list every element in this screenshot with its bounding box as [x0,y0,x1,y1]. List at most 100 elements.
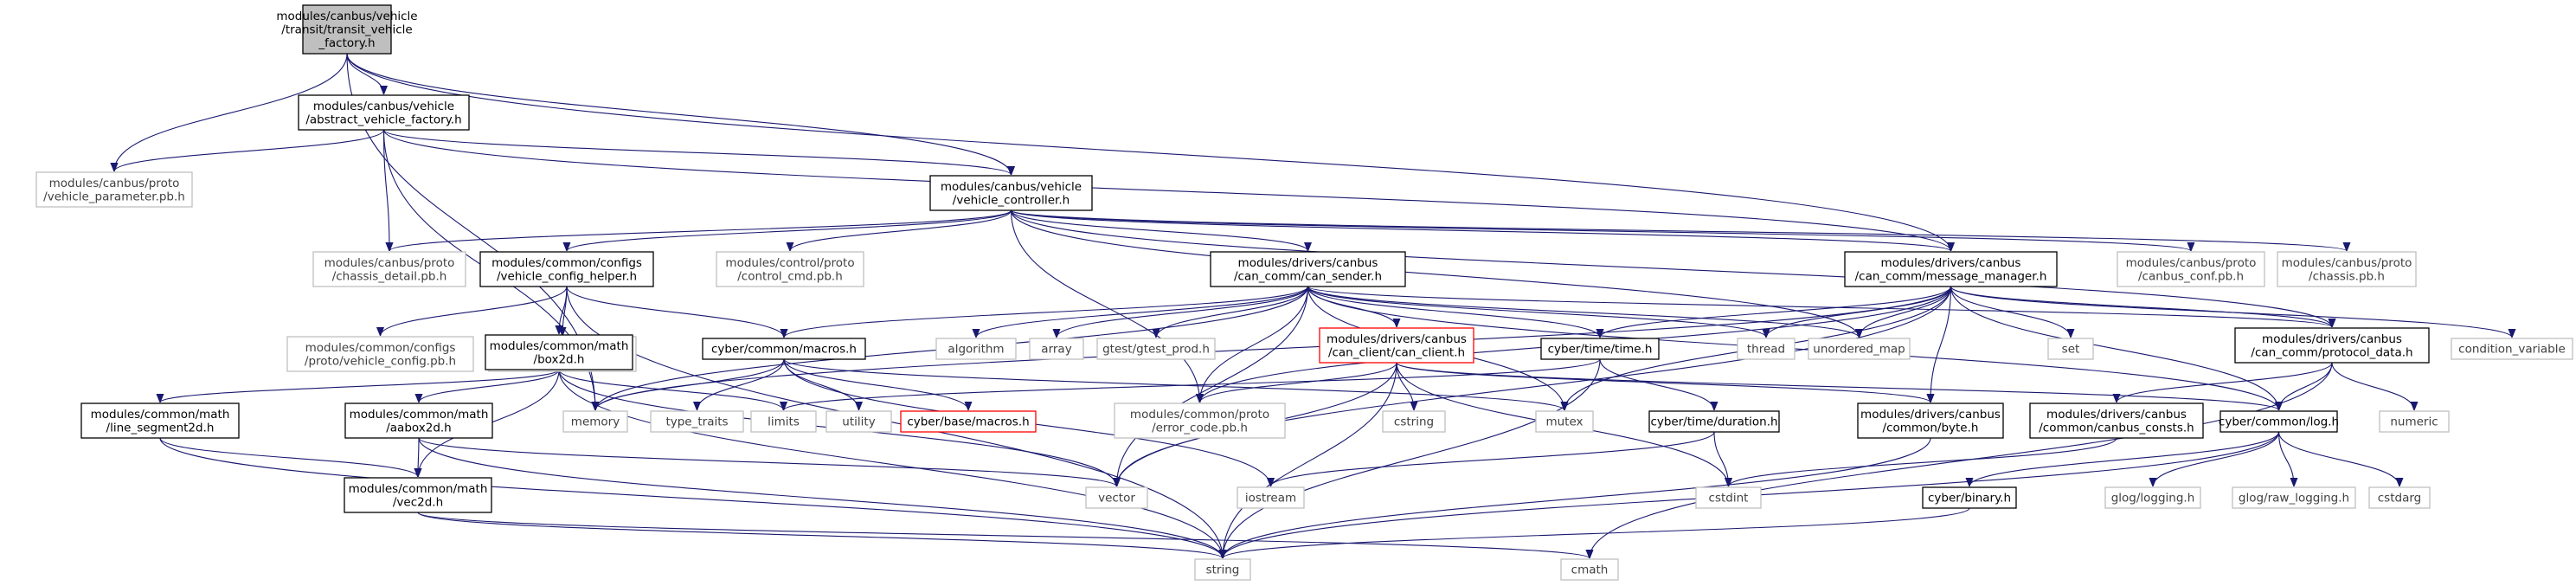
node-abstract-factory[interactable]: modules/canbus/vehicle/abstract_vehicle_… [298,94,470,131]
node-box [1029,338,1084,360]
edge-duration-h-to-iostream [1271,431,1715,487]
edge-can-client-to-cstring [1396,362,1414,410]
edge-root-to-vehicle-parameter [114,53,348,171]
node-label-line: /control_cmd.pb.h [737,269,843,283]
node-label-line: _factory.h [318,36,375,50]
node-box2d[interactable]: modules/common/math/box2d.h [485,334,633,370]
node-can-sender[interactable]: modules/drivers/canbus/can_comm/can_send… [1210,251,1406,287]
node-time-h[interactable]: cyber/time/time.h [1540,338,1660,360]
node-label-line: modules/canbus/proto [49,177,180,190]
edge-can-client-to-canbus-byte [1396,362,1930,403]
node-protocol-data[interactable]: modules/drivers/canbus/can_comm/protocol… [2234,327,2430,364]
edge-log-h-to-glog-raw-logging [2277,431,2295,486]
edge-line-segment2d-to-string [159,437,1223,558]
node-label-line: /aabox2d.h [386,421,452,435]
node-canbus-byte[interactable]: modules/drivers/canbus/common/byte.h [1857,402,2004,439]
node-label-line: type_traits [665,415,728,429]
node-box [935,338,1017,360]
node-label-line: /can_client/can_client.h [1328,345,1465,359]
node-box [2277,251,2417,287]
node-label-line: utility [842,415,875,429]
edge-can-client-to-log-h [1396,362,2279,411]
node-label-line: modules/canbus/vehicle [276,10,417,23]
node-limits: limits [750,410,817,433]
node-label-line: /line_segment2d.h [106,421,215,435]
node-box [1114,402,1286,439]
node-label-line: /vehicle_config_helper.h [497,269,637,283]
node-box [2117,251,2265,287]
node-binary-h[interactable]: cyber/binary.h [1922,486,2017,509]
node-label-line: modules/canbus/proto [2126,256,2257,270]
node-box [485,334,633,370]
node-label-line: /can_comm/can_sender.h [1234,269,1382,283]
node-message-manager[interactable]: modules/drivers/canbus/can_comm/message_… [1844,251,2058,287]
node-can-client[interactable]: modules/drivers/canbus/can_client/can_cl… [1319,327,1474,364]
edge-message-manager-to-time-h [1600,286,1952,338]
edge-message-manager-to-unordered-map [1860,286,1952,338]
edge-vehicle-controller-to-error-code [1010,209,1200,402]
edge-abstract-factory-to-message-manager [382,129,1951,251]
edge-box2d-to-line-segment2d [160,369,560,403]
node-box [1648,410,1780,433]
node-label-line: /transit/transit_vehicle [281,23,412,37]
node-label-line: modules/canbus/proto [2282,256,2412,270]
edge-abstract-factory-to-vehicle-parameter [114,129,385,172]
node-box [2232,486,2356,509]
node-cstdint: cstdint [1695,486,1762,509]
node-vec2d[interactable]: modules/common/math/vec2d.h [344,477,492,513]
edge-layer [114,53,2512,559]
node-label-line: cstdarg [2378,492,2421,506]
node-label-line: modules/control/proto [725,256,854,270]
node-box [2219,410,2338,433]
edge-aabox2d-to-vector [418,437,1117,487]
edge-can-client-to-string [1223,362,1397,558]
node-box [344,402,493,439]
node-label-line: /proto/vehicle_config.pb.h [305,354,456,368]
node-box [344,477,492,513]
node-vehicle-config-helper[interactable]: modules/common/configs/vehicle_config_he… [479,251,654,287]
node-label-line: /vehicle_parameter.pb.h [43,190,185,203]
node-label-line: array [1041,343,1071,357]
node-box [2234,327,2430,364]
node-label-line: condition_variable [2458,343,2566,357]
edge-vehicle-config-helper-to-box2d [559,286,568,334]
node-box [298,94,470,131]
node-box [1857,402,2004,439]
node-line-segment2d[interactable]: modules/common/math/line_segment2d.h [80,402,240,439]
node-box [1922,486,2017,509]
node-base-macros[interactable]: cyber/base/macros.h [900,410,1037,433]
edge-root-to-message-manager [346,53,1951,251]
node-label-line: /common/byte.h [1883,421,1979,435]
node-aabox2d[interactable]: modules/common/math/aabox2d.h [344,402,493,439]
edge-can-sender-to-cyber-macros [784,286,1309,338]
node-label-line: modules/drivers/canbus [1881,256,2021,270]
node-duration-h[interactable]: cyber/time/duration.h [1648,410,1780,433]
edge-vehicle-controller-to-chassis-detail [389,209,1012,252]
node-gtest-prod: gtest/gtest_prod.h [1096,338,1216,360]
node-canbus-consts[interactable]: modules/drivers/canbus/common/canbus_con… [2029,402,2204,439]
node-label-line: gtest/gtest_prod.h [1102,343,1210,357]
node-string: string [1194,558,1251,581]
node-box [286,336,474,372]
edge-time-h-to-limits [784,358,1601,411]
node-label-line: /can_comm/message_manager.h [1855,269,2047,283]
node-box [1319,327,1474,364]
edge-can-client-to-error-code [1200,362,1397,403]
node-chassis: modules/canbus/proto/chassis.pb.h [2277,251,2417,287]
edge-log-h-to-binary-h [1969,431,2280,487]
node-label-line: /can_comm/protocol_data.h [2251,345,2412,359]
node-vehicle-controller[interactable]: modules/canbus/vehicle/vehicle_controlle… [929,175,1093,211]
edge-can-sender-to-algorithm [976,286,1309,338]
node-box [1535,410,1594,433]
node-box [2029,402,2204,439]
edge-vehicle-controller-to-canbus-conf [1010,209,2192,252]
node-log-h[interactable]: cyber/common/log.h [2219,410,2339,433]
node-label-line: modules/drivers/canbus [1238,256,1378,270]
node-label-line: modules/drivers/canbus [1860,408,2001,422]
node-label-line: memory [571,415,620,429]
node-cyber-macros[interactable]: cyber/common/macros.h [702,338,866,360]
node-chassis-detail: modules/canbus/proto/chassis_detail.pb.h [312,251,466,287]
edge-cyber-macros-to-memory [595,358,785,411]
node-box [2104,486,2201,509]
